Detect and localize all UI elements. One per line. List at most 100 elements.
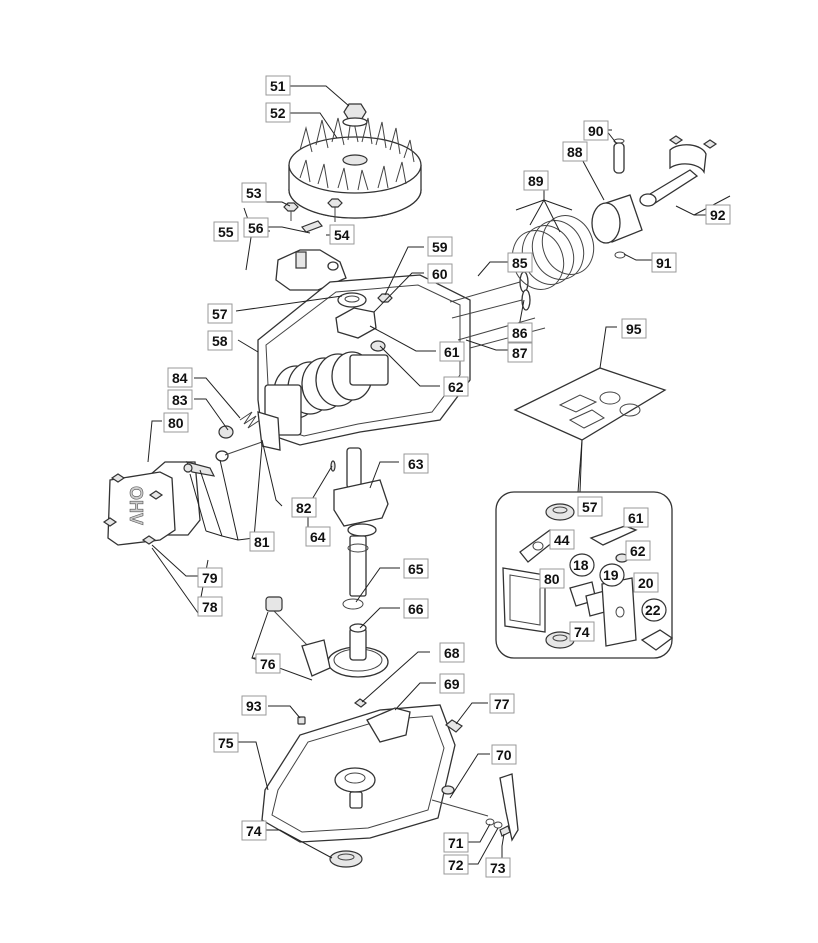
kit-label-57: 57 (577, 496, 603, 517)
svg-text:69: 69 (444, 676, 460, 692)
svg-text:61: 61 (628, 510, 644, 526)
svg-text:93: 93 (246, 698, 262, 714)
callout-79: 79 (197, 567, 223, 588)
callout-56: 56 (243, 217, 269, 238)
svg-text:63: 63 (408, 456, 424, 472)
ohv-text: OHV (126, 486, 146, 525)
svg-text:72: 72 (448, 857, 464, 873)
callout-77: 77 (489, 693, 515, 714)
svg-text:56: 56 (248, 220, 264, 236)
svg-text:80: 80 (168, 415, 184, 431)
svg-text:55: 55 (218, 224, 234, 240)
callout-85: 85 (507, 252, 533, 273)
flywheel (288, 111, 422, 219)
svg-text:74: 74 (574, 624, 590, 640)
svg-text:89: 89 (528, 173, 544, 189)
svg-text:81: 81 (254, 534, 270, 550)
svg-text:51: 51 (270, 78, 286, 94)
callout-66: 66 (403, 598, 429, 619)
callout-82: 82 (291, 497, 317, 518)
callout-73: 73 (485, 857, 511, 878)
callout-labels: 51 52 53 54 55 56 57 58 59 60 61 62 63 6… (163, 75, 731, 878)
svg-text:92: 92 (710, 207, 726, 223)
callout-57: 57 (207, 303, 233, 324)
callout-64: 64 (305, 526, 331, 547)
callout-89: 89 (523, 170, 549, 191)
svg-text:19: 19 (603, 567, 619, 583)
svg-text:61: 61 (444, 344, 460, 360)
piston-rings (511, 215, 595, 290)
callout-90: 90 (583, 120, 609, 141)
svg-text:22: 22 (645, 602, 661, 618)
oil-seal-74 (329, 850, 363, 868)
callout-84: 84 (167, 367, 193, 388)
callout-55: 55 (213, 221, 239, 242)
svg-text:59: 59 (432, 239, 448, 255)
circlip (614, 251, 626, 259)
crankshaft (333, 447, 389, 597)
svg-text:82: 82 (296, 500, 312, 516)
rocker-parts (183, 411, 281, 477)
callout-87: 87 (507, 342, 533, 363)
kit-label-80: 80 (539, 568, 565, 589)
brake-assembly (275, 198, 347, 291)
svg-text:77: 77 (494, 696, 510, 712)
svg-text:53: 53 (246, 185, 262, 201)
svg-text:91: 91 (656, 255, 672, 271)
callout-58: 58 (207, 330, 233, 351)
svg-text:71: 71 (448, 835, 464, 851)
camshaft (327, 623, 389, 678)
callout-63: 63 (403, 453, 429, 474)
svg-text:87: 87 (512, 345, 528, 361)
svg-text:20: 20 (638, 575, 654, 591)
callout-70: 70 (491, 744, 517, 765)
callout-72: 72 (443, 854, 469, 875)
valve-spring (239, 411, 261, 429)
svg-text:83: 83 (172, 392, 188, 408)
callout-54: 54 (329, 224, 355, 245)
svg-text:66: 66 (408, 601, 424, 617)
piston (591, 194, 643, 244)
kit-label-62: 62 (625, 540, 651, 561)
callout-51: 51 (265, 75, 291, 96)
callout-75: 75 (213, 732, 239, 753)
callout-62: 62 (443, 376, 469, 397)
piston-pin (613, 138, 625, 174)
callout-76: 76 (255, 653, 281, 674)
svg-text:65: 65 (408, 561, 424, 577)
svg-text:44: 44 (554, 532, 570, 548)
svg-text:58: 58 (212, 333, 228, 349)
callout-53: 53 (241, 182, 267, 203)
svg-text:75: 75 (218, 735, 234, 751)
svg-text:62: 62 (448, 379, 464, 395)
kit-circle-19: 19 (599, 563, 625, 587)
svg-text:74: 74 (246, 823, 262, 839)
governor-shaft (431, 773, 519, 842)
callout-80: 80 (163, 412, 189, 433)
svg-text:95: 95 (626, 321, 642, 337)
callout-92: 92 (705, 204, 731, 225)
connecting-rod (639, 135, 718, 207)
callout-61: 61 (439, 341, 465, 362)
svg-text:86: 86 (512, 325, 528, 341)
callout-69: 69 (439, 673, 465, 694)
callout-93: 93 (241, 695, 267, 716)
callout-78: 78 (197, 596, 223, 617)
gasket-kit-bag (513, 367, 667, 441)
flywheel-nut (342, 103, 368, 127)
svg-text:57: 57 (212, 306, 228, 322)
svg-text:79: 79 (202, 570, 218, 586)
svg-text:88: 88 (567, 144, 583, 160)
svg-text:80: 80 (544, 571, 560, 587)
callout-95: 95 (621, 318, 647, 339)
callout-83: 83 (167, 389, 193, 410)
washer-65 (342, 598, 364, 610)
svg-text:70: 70 (496, 747, 512, 763)
kit-circle-18: 18 (569, 553, 595, 577)
key (330, 460, 336, 472)
drain-plug (445, 719, 463, 733)
svg-text:52: 52 (270, 105, 286, 121)
svg-text:60: 60 (432, 266, 448, 282)
crankcase (257, 274, 471, 446)
